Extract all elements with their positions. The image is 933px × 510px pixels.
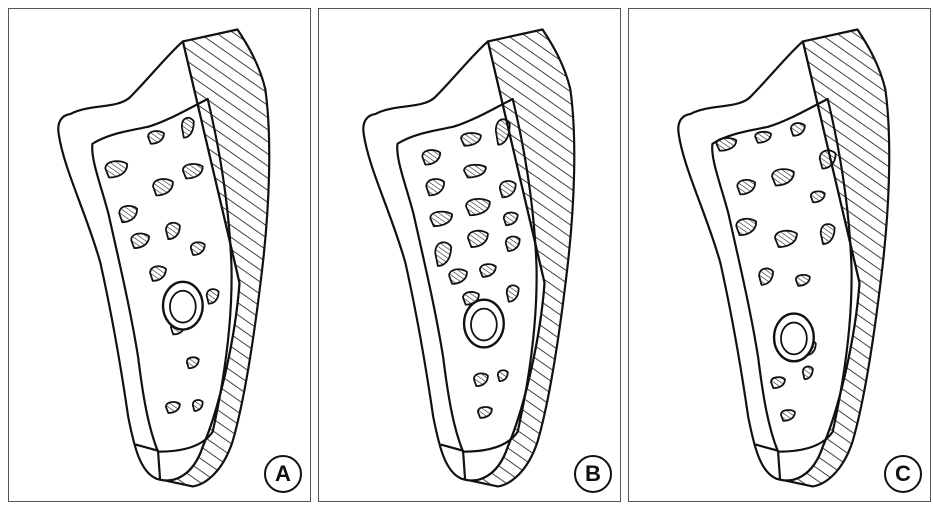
- tooth-cross-section-c: [629, 9, 930, 501]
- panel-label-a: A: [264, 455, 302, 493]
- canal-ring-inner: [471, 309, 497, 341]
- panel-a: A: [8, 8, 311, 502]
- canal-ring-inner: [170, 291, 196, 323]
- panel-c: C: [628, 8, 931, 502]
- tooth-cross-section-a: [9, 9, 310, 501]
- panel-label-b: B: [574, 455, 612, 493]
- tooth-cross-section-b: [319, 9, 620, 501]
- panel-label-c: C: [884, 455, 922, 493]
- panel-b: B: [318, 8, 621, 502]
- canal-ring-inner: [781, 323, 807, 355]
